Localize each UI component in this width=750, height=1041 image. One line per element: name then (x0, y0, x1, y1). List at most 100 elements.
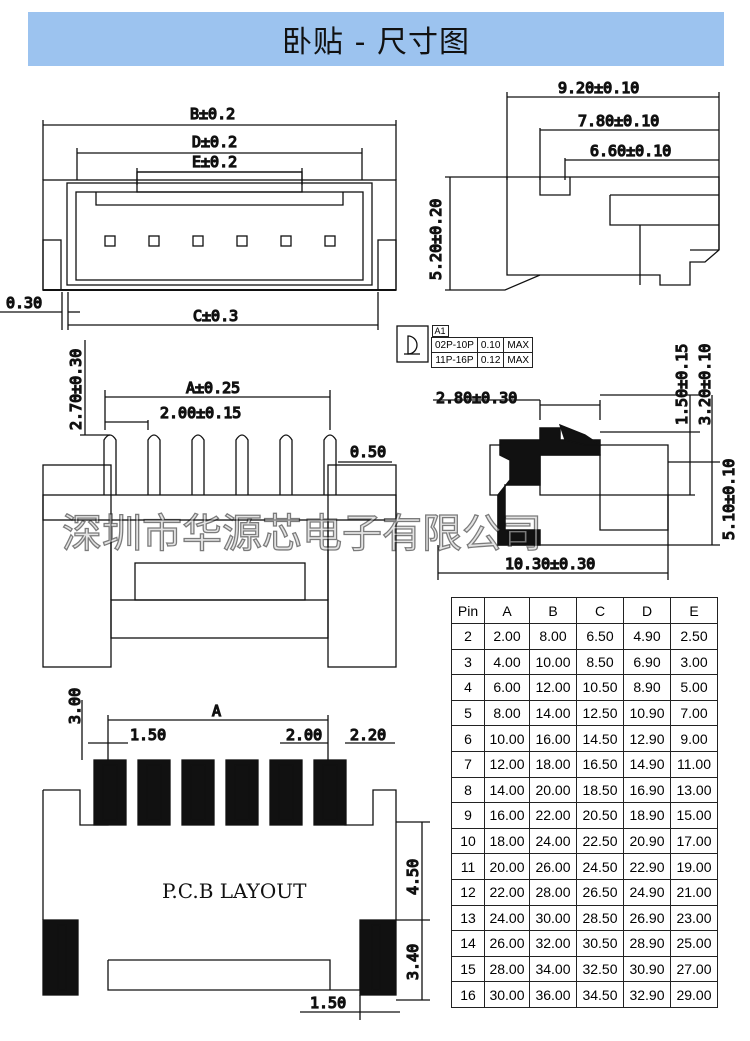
table-cell: 14.00 (529, 699, 577, 727)
pad (313, 759, 347, 826)
dim-a025: A±0.25 (186, 379, 240, 397)
column-header: D (623, 597, 671, 624)
pad (181, 759, 215, 826)
table-cell: 18.00 (529, 750, 577, 778)
table-cell: 26.50 (576, 878, 624, 906)
table-cell: 14.90 (623, 750, 671, 778)
table-cell: 20.90 (623, 827, 671, 855)
pin-square (104, 235, 116, 247)
pin (147, 434, 161, 495)
dim-1030: 10.30±0.30 (505, 555, 595, 573)
table-cell: 16.00 (484, 802, 530, 829)
pin-square (148, 235, 160, 247)
pad (269, 759, 303, 826)
tolerance-mark: A1 (431, 325, 449, 337)
table-cell: 10.90 (623, 699, 671, 727)
table-cell: 16.90 (623, 776, 671, 804)
table-cell: 21.00 (670, 878, 718, 906)
table-cell: 8.00 (529, 623, 577, 650)
column-header: A (484, 597, 530, 624)
table-cell: 28.90 (623, 930, 671, 957)
dim-660: 6.60±0.10 (590, 142, 671, 160)
top-pins (103, 434, 337, 495)
table-cell: 30.90 (623, 955, 671, 983)
dim-520: 5.20±0.20 (427, 199, 445, 280)
dim-300: 3.00 (66, 688, 84, 724)
table-cell: 24.90 (623, 878, 671, 906)
table-cell: 8.90 (623, 674, 671, 701)
table-cell: 10.00 (529, 648, 577, 676)
tol-max: MAX (503, 337, 534, 353)
table-cell: 23.00 (670, 904, 718, 932)
dim-050: 0.50 (350, 443, 386, 461)
table-cell: 13 (451, 904, 485, 932)
table-cell: 12.90 (623, 725, 671, 752)
table-cell: 11.00 (670, 750, 718, 778)
table-cell: 34.50 (576, 981, 624, 1008)
table-cell: 11 (451, 853, 485, 880)
table-cell: 24.00 (529, 827, 577, 855)
pad-inner (278, 764, 294, 821)
dim-920: 9.20±0.10 (558, 79, 639, 97)
dim-pcb-150b: 1.50 (310, 994, 346, 1012)
dim-450: 4.50 (404, 859, 422, 895)
column-header: Pin (451, 597, 485, 624)
table-cell: 16.00 (529, 725, 577, 752)
table-cell: 19.00 (670, 853, 718, 880)
table-cell: 13.00 (670, 776, 718, 804)
table-cell: 4.00 (484, 648, 530, 676)
tol-value: 0.12 (476, 352, 505, 368)
table-cell: 30.00 (529, 904, 577, 932)
dim-280: 2.80±0.30 (436, 389, 517, 407)
table-cell: 5.00 (670, 674, 718, 701)
table-cell: 22.90 (623, 853, 671, 880)
table-cell: 4.90 (623, 623, 671, 650)
table-cell: 14.50 (576, 725, 624, 752)
table-cell: 22.00 (529, 802, 577, 829)
tolerance-symbol (396, 325, 429, 363)
table-cell: 7.00 (670, 699, 718, 727)
table-cell: 20.00 (484, 853, 530, 880)
dim-780: 7.80±0.10 (578, 112, 659, 130)
table-cell: 18.00 (484, 827, 530, 855)
dim-pitch: 2.00±0.15 (160, 404, 241, 422)
table-cell: 6.50 (576, 623, 624, 650)
tol-max: MAX (503, 352, 534, 368)
table-cell: 10 (451, 827, 485, 855)
pad-inner (234, 764, 250, 821)
table-cell: 6 (451, 725, 485, 752)
table-cell: 8.50 (576, 648, 624, 676)
table-cell: 20.00 (529, 776, 577, 804)
table-cell: 8.00 (484, 699, 530, 727)
side-view (445, 92, 720, 291)
tol-range: 02P-10P (431, 337, 478, 353)
pin (103, 434, 117, 495)
table-cell: 8 (451, 776, 485, 804)
table-cell: 20.50 (576, 802, 624, 829)
table-cell: 9.00 (670, 725, 718, 752)
dim-220: 2.20 (350, 726, 386, 744)
table-cell: 17.00 (670, 827, 718, 855)
pad-inner (322, 764, 338, 821)
pcb-layout-label: P.C.B LAYOUT (162, 879, 307, 903)
top-view (42, 340, 397, 668)
table-cell: 2.50 (670, 623, 718, 650)
table-cell: 26.00 (484, 930, 530, 957)
table-cell: 22.50 (576, 827, 624, 855)
dim-offset: 0.30 (6, 294, 42, 312)
page-title: 卧贴 - 尺寸图 (282, 25, 470, 60)
dim-pcb-150: 1.50 (130, 726, 166, 744)
pad (93, 759, 127, 826)
dim-pcb-a: A (212, 702, 221, 720)
pin (191, 434, 205, 495)
dim-340: 3.40 (404, 944, 422, 980)
table-cell: 26.00 (529, 853, 577, 880)
dim-d: D±0.2 (192, 133, 237, 151)
